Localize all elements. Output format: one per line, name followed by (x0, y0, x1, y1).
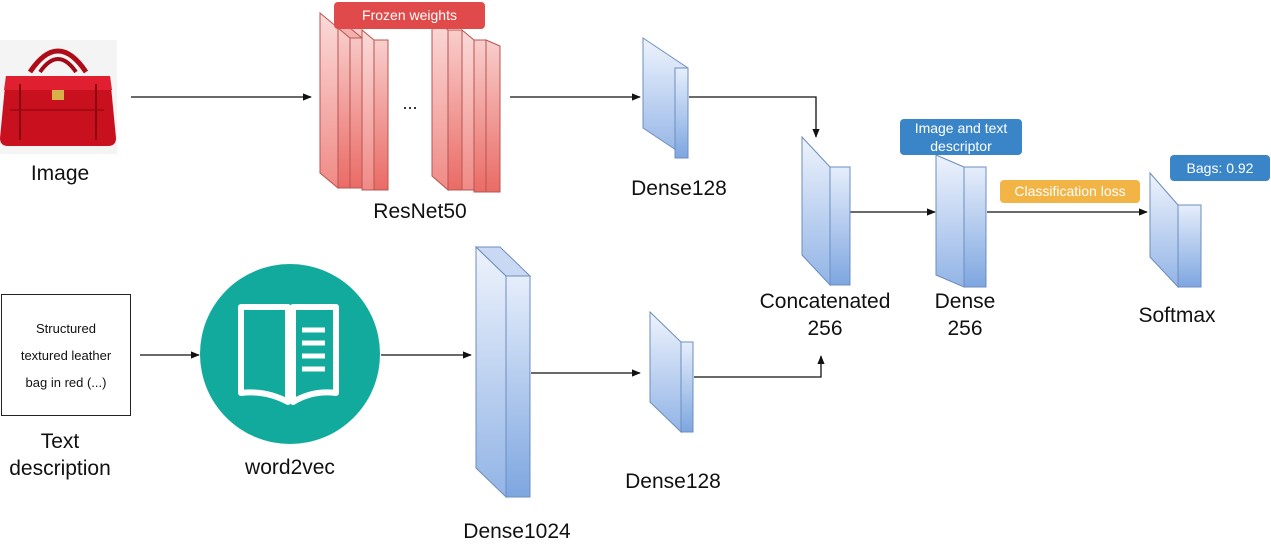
text-description-label: Text description (9, 430, 111, 480)
dense256-label: Dense 256 (934, 290, 996, 340)
resnet-layer (361, 28, 389, 191)
prediction-badge: Bags: 0.92 (1170, 155, 1270, 181)
resnet-ellipsis: ... (402, 93, 418, 113)
input-image (0, 40, 117, 154)
dense128-bottom-layer (649, 310, 694, 434)
softmax-layer (1149, 171, 1202, 289)
resnet-layer (485, 39, 501, 193)
text-input-box: Structured textured leather bag in red (… (1, 294, 131, 416)
dense128-bottom-label: Dense128 (625, 470, 721, 493)
handbag-icon (0, 48, 116, 146)
dense256-layer (935, 154, 987, 288)
resnet-layer (461, 28, 487, 193)
dense1024-layer (474, 245, 532, 499)
resnet-layer (431, 17, 463, 192)
word2vec-node (200, 264, 380, 444)
text-input-content: Structured textured leather bag in red (… (20, 320, 112, 390)
open-book-icon (238, 304, 339, 405)
connectors (131, 93, 1148, 378)
classification-loss-badge: Classification loss (1000, 180, 1140, 203)
concatenated-layer (801, 135, 851, 287)
concatenated-label: Concatenated 256 (759, 290, 891, 340)
resnet50-label: ResNet50 (373, 200, 467, 223)
word2vec-label: word2vec (245, 456, 335, 479)
frozen-weights-badge: Frozen weights (334, 2, 485, 29)
dense1024-label: Dense1024 (463, 520, 571, 543)
softmax-label: Softmax (1138, 304, 1216, 327)
image-text-descriptor-badge: Image and text descriptor (900, 119, 1022, 155)
image-label: Image (30, 162, 90, 185)
resnet-layer (319, 11, 351, 190)
dense128-top-layer (642, 37, 689, 159)
dense128-top-label: Dense128 (631, 177, 727, 200)
